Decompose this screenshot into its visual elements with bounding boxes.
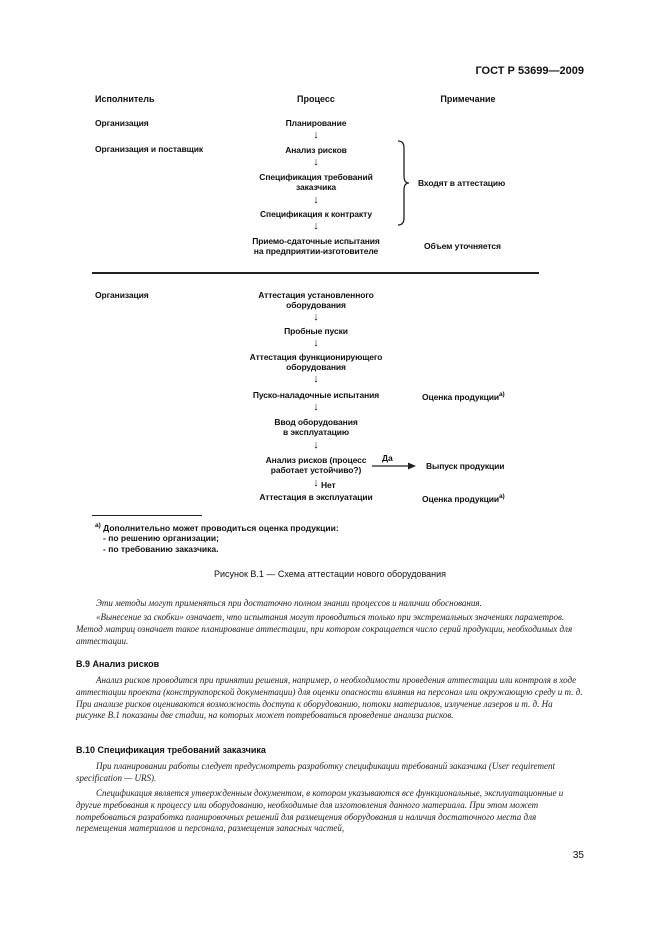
step-commissioning: Пуско-наладочные испытания <box>252 390 380 400</box>
figure-caption: Рисунок В.1 — Схема аттестации нового об… <box>213 569 447 579</box>
paragraph: Спецификация является утвержденным докум… <box>76 788 564 834</box>
flow-arrow: ↓ <box>313 156 319 168</box>
footnote: а) Дополнительно может проводиться оценк… <box>95 522 339 554</box>
section-heading-b10: В.10 Спецификация требований заказчика <box>76 745 266 755</box>
step-planning: Планирование <box>285 118 347 128</box>
branch-no-label: Нет <box>321 480 336 490</box>
step-operational-qualification: Аттестация в эксплуатации <box>259 492 373 502</box>
paragraph: Эти методы могут применяться при достато… <box>96 598 482 608</box>
note-product-evaluation-1: Оценка продукцииа) <box>422 391 505 402</box>
branch-yes-arrow <box>372 462 416 470</box>
step-trial-runs: Пробные пуски <box>284 326 348 336</box>
footnote-mark: а) <box>499 391 505 398</box>
column-executor: Исполнитель <box>95 94 155 104</box>
step-customer-spec: Спецификация требований заказчика <box>259 172 373 192</box>
note-product-evaluation-2: Оценка продукцииа) <box>422 493 505 504</box>
note-release: Выпуск продукции <box>426 461 505 471</box>
branch-yes-label: Да <box>382 453 393 463</box>
paragraph: «Вынесение за скобки» означает, что испы… <box>76 612 573 646</box>
footnote-mark: а) <box>499 493 505 500</box>
step-functioning-qualification: Аттестация функционирующего оборудования <box>249 352 383 372</box>
flow-arrow: ↓ <box>313 373 319 385</box>
column-process: Процесс <box>297 94 335 104</box>
step-acceptance-tests: Приемо-сдаточные испытания на предприяти… <box>252 236 380 256</box>
bracket <box>397 140 410 226</box>
note-included: Входят в аттестацию <box>418 178 506 188</box>
paragraph: Анализ рисков проводится при принятии ре… <box>76 675 583 721</box>
executor-organization-2: Организация <box>95 290 149 300</box>
flow-arrow: ↓ <box>313 401 319 413</box>
flow-arrow: ↓ <box>313 220 319 232</box>
page-number: 35 <box>572 850 584 861</box>
executor-organization-supplier: Организация и поставщик <box>95 144 204 154</box>
step-contract-spec: Спецификация к контракту <box>260 209 372 219</box>
flow-arrow: ↓ <box>313 439 319 451</box>
document-number: ГОСТ Р 53699—2009 <box>475 65 584 77</box>
flow-arrow: ↓ <box>313 129 319 141</box>
flow-arrow: ↓ <box>313 477 319 489</box>
section-heading-b9: В.9 Анализ рисков <box>76 659 160 669</box>
executor-organization: Организация <box>95 118 149 128</box>
flow-arrow: ↓ <box>313 337 319 349</box>
step-risk-analysis: Анализ рисков <box>285 145 347 155</box>
note-scope: Объем уточняется <box>424 241 501 251</box>
step-installed-qualification: Аттестация установленного оборудования <box>258 290 374 310</box>
step-put-into-operation: Ввод оборудования в эксплуатацию <box>274 417 358 437</box>
footnote-rule <box>92 515 202 516</box>
stage-divider <box>92 272 539 274</box>
step-risk-analysis-decision: Анализ рисков (процесс работает устойчив… <box>265 455 367 475</box>
column-note: Примечание <box>440 94 496 104</box>
flow-arrow: ↓ <box>313 194 319 206</box>
paragraph: При планировании работы следует предусмо… <box>76 761 556 783</box>
flow-arrow: ↓ <box>313 311 319 323</box>
